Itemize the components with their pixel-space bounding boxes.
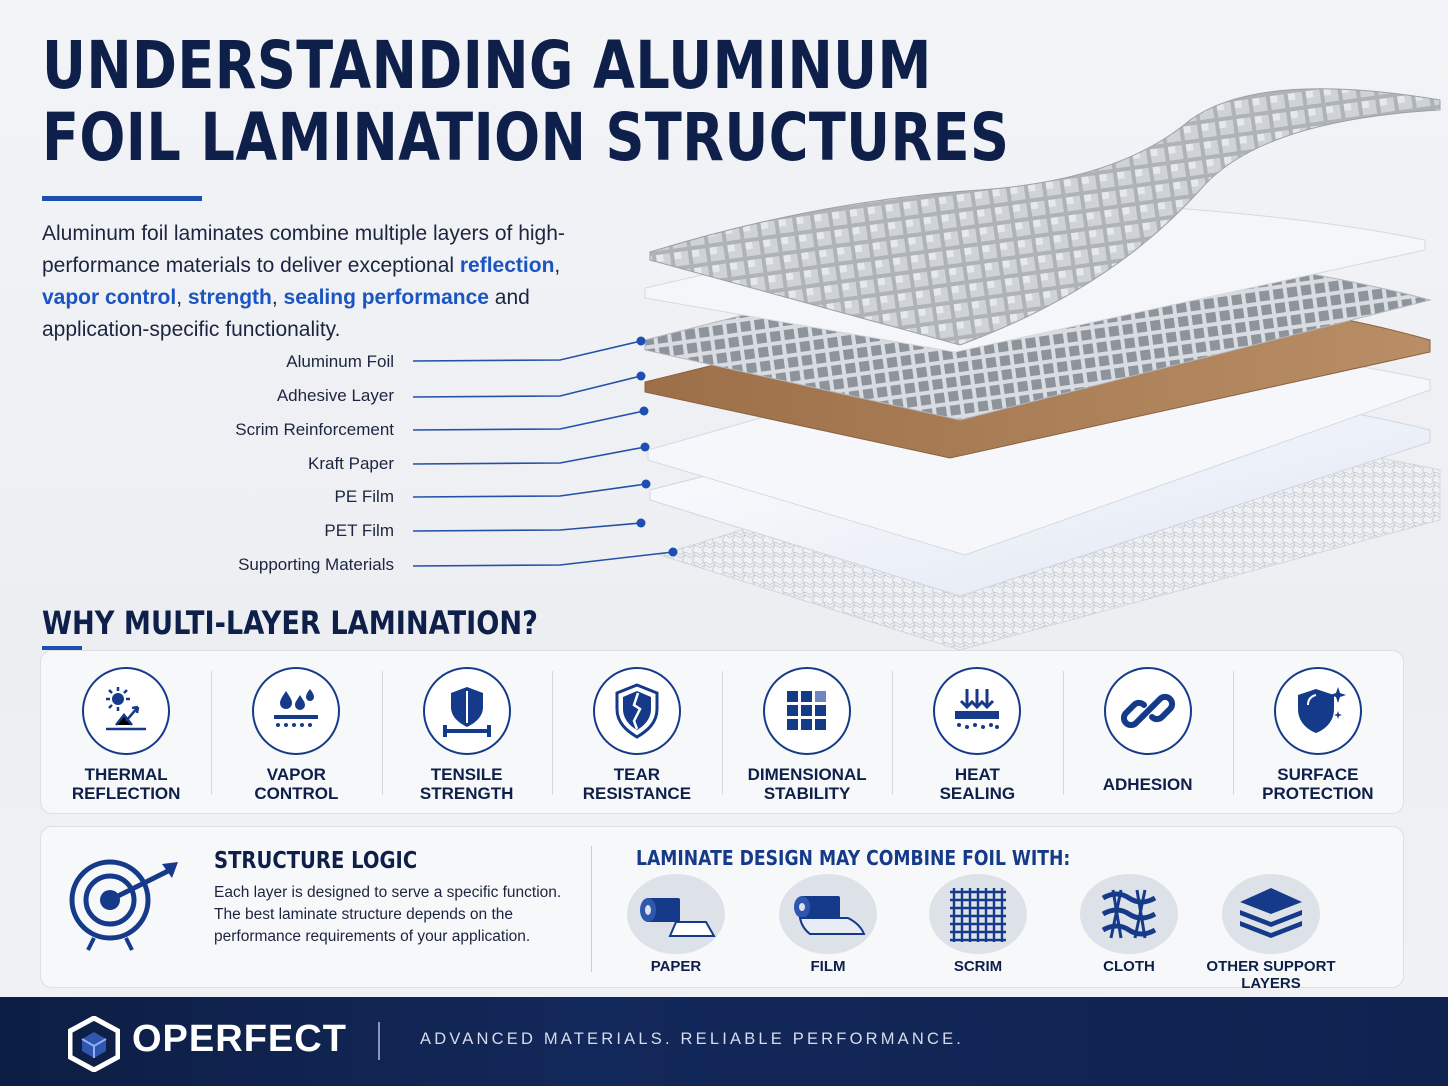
material-scrim: SCRIM	[903, 874, 1053, 975]
benefit-tear-resistance: TEAR RESISTANCE	[551, 651, 722, 813]
benefit-surface-protection: SURFACE PROTECTION	[1232, 651, 1403, 813]
benefit-heat-sealing: HEAT SEALING	[892, 651, 1062, 813]
benefit-dimensional-stability: DIMENSIONAL STABILITY	[722, 651, 892, 813]
why-underline	[42, 646, 82, 650]
intro-highlight-strength: strength	[187, 286, 272, 309]
page-title: UNDERSTANDING ALUMINUM FOIL LAMINATION S…	[42, 27, 1010, 176]
panel-divider	[591, 846, 592, 972]
material-label: FILM	[810, 958, 846, 975]
shield-beam-icon	[422, 667, 511, 755]
footer-tagline: ADVANCED MATERIALS. RELIABLE PERFORMANCE…	[420, 1030, 965, 1048]
benefit-label: DIMENSIONAL STABILITY	[747, 765, 867, 803]
material-cloth: CLOTH	[1054, 874, 1204, 975]
stacked-layers-icon	[1222, 874, 1320, 954]
benefit-tensile-strength: TENSILE STRENGTH	[381, 651, 552, 813]
woven-cloth-icon	[1080, 874, 1178, 954]
intro-text-1: Aluminum foil laminates combine multiple…	[42, 222, 565, 277]
benefit-label: SURFACE PROTECTION	[1262, 765, 1374, 803]
material-other-support: OTHER SUPPORT LAYERS	[1196, 874, 1346, 992]
target-arrow-icon	[66, 856, 182, 957]
material-label: CLOTH	[1103, 958, 1155, 975]
material-paper: PAPER	[601, 874, 751, 975]
chain-link-icon	[1103, 667, 1192, 755]
shield-sparkle-icon	[1273, 667, 1362, 755]
structure-logic-text: Each layer is designed to serve a specif…	[214, 884, 562, 945]
film-roll-icon	[779, 874, 877, 954]
combine-title: LAMINATE DESIGN MAY COMBINE FOIL WITH:	[636, 846, 1071, 870]
intro-highlight-reflection: reflection	[459, 254, 555, 277]
paper-roll-icon	[627, 874, 725, 954]
benefit-thermal-reflection: THERMAL REFLECTION	[41, 651, 211, 813]
material-label: PAPER	[650, 958, 702, 975]
layer-label-supporting: Supporting Materials	[238, 555, 394, 574]
layer-label-scrim: Scrim Reinforcement	[235, 420, 394, 439]
structure-logic-title: STRUCTURE LOGIC	[214, 848, 418, 874]
scrim-grid-icon	[929, 874, 1027, 954]
title-line-1: UNDERSTANDING ALUMINUM	[42, 27, 932, 104]
intro-text-2: and application-specific functionality.	[42, 286, 530, 341]
brand-name: OPERFECT	[132, 1018, 347, 1060]
intro-sep-1: ,	[554, 254, 561, 277]
benefit-vapor-control: VAPOR CONTROL	[211, 651, 381, 813]
material-film: FILM	[753, 874, 903, 975]
sun-reflection-icon	[82, 667, 171, 755]
footer-divider	[378, 1022, 380, 1060]
title-underline	[42, 196, 202, 201]
layer-label-pe-film: PE Film	[334, 487, 395, 506]
footer-bar	[0, 997, 1448, 1086]
heat-press-icon	[933, 667, 1022, 755]
benefit-adhesion: ADHESION	[1062, 651, 1233, 813]
layer-label-pet-film: PET Film	[324, 521, 394, 540]
benefit-label: VAPOR CONTROL	[254, 765, 339, 803]
benefit-label: THERMAL REFLECTION	[71, 765, 181, 803]
benefits-panel: THERMAL REFLECTION VAPOR CONTROL TENSILE…	[40, 650, 1404, 814]
benefit-label: HEAT SEALING	[939, 765, 1016, 803]
benefit-label: TEAR RESISTANCE	[582, 765, 692, 803]
layer-label-kraft: Kraft Paper	[308, 454, 394, 473]
layer-label-aluminum-foil: Aluminum Foil	[286, 352, 394, 371]
intro-paragraph: Aluminum foil laminates combine multiple…	[42, 218, 582, 346]
intro-highlight-vapor-control: vapor control	[42, 286, 177, 309]
why-section-title: WHY MULTI-LAYER LAMINATION?	[42, 604, 538, 642]
title-line-2: FOIL LAMINATION STRUCTURES	[42, 99, 1010, 176]
water-drops-icon	[252, 667, 341, 755]
material-label: OTHER SUPPORT LAYERS	[1206, 958, 1336, 992]
material-label: SCRIM	[953, 958, 1003, 975]
benefit-label: TENSILE STRENGTH	[419, 765, 514, 803]
intro-highlight-sealing: sealing performance	[283, 286, 489, 309]
intro-sep-2: ,	[176, 286, 188, 309]
benefit-label: ADHESION	[1102, 775, 1193, 794]
cracked-shield-icon	[592, 667, 681, 755]
hexagon-logo-icon	[67, 1015, 121, 1077]
intro-sep-3: ,	[271, 286, 284, 309]
grid-icon	[763, 667, 852, 755]
layer-label-adhesive: Adhesive Layer	[276, 386, 394, 405]
